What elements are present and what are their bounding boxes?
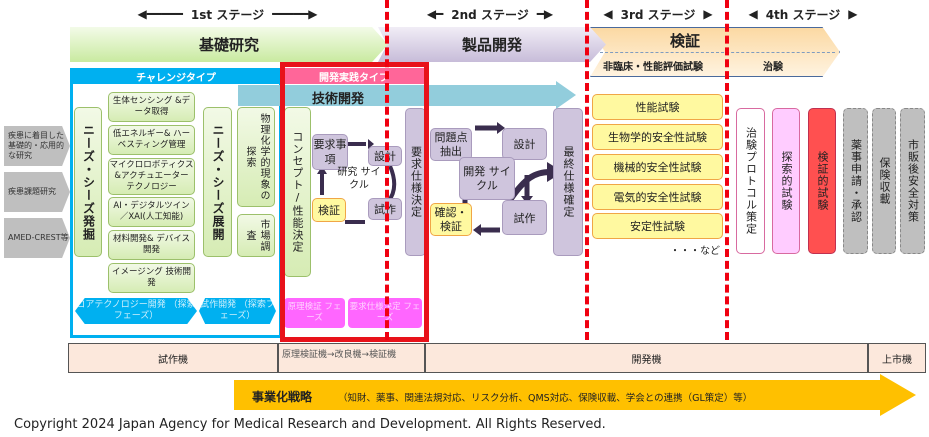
left-label-crest: AMED-CREST等 bbox=[4, 218, 70, 258]
phase-nonclinical-label: 非臨床・性能評価試験 bbox=[603, 62, 703, 73]
research-item: イメージング 技術開発 bbox=[108, 263, 195, 293]
copyright: Copyright 2024 Japan Agency for Medical … bbox=[14, 417, 606, 432]
phase-basic: 基礎研究 bbox=[70, 27, 388, 62]
research-item: 低エネルギー& ハーベスティング管理 bbox=[108, 125, 195, 155]
practice-type-title: 開発実践タイプ bbox=[284, 68, 424, 84]
left-label-disease: 疾患に着目した基礎的・応用的な研究 bbox=[4, 126, 70, 166]
needs-discovery: ニーズ・シーズ発掘 bbox=[74, 107, 102, 257]
stage-1: ◀━━━━━1st ステージ━━━━━▶ bbox=[137, 7, 318, 22]
problem-extraction: 問題点抽出 bbox=[430, 128, 472, 161]
phase-product: 製品開発 bbox=[378, 27, 606, 62]
test-item: 性能試験 bbox=[592, 94, 723, 120]
strategy-detail: （知財、薬事、関連法規対応、リスク分析、QMS対応、保険収載、学会との連携（GL… bbox=[338, 393, 753, 404]
tech-dev-arrow bbox=[238, 85, 558, 106]
phase-verify-label: 検証 bbox=[670, 32, 701, 50]
machine-market: 上市機 bbox=[868, 343, 926, 373]
research-item: 材料開発& デバイス開発 bbox=[108, 230, 195, 260]
stage-4-label: 4th ステージ bbox=[765, 7, 841, 22]
practice-type-frame bbox=[280, 62, 429, 342]
needs-expansion: ニーズ・シーズ展開 bbox=[203, 107, 232, 257]
verify-box: 検証 bbox=[312, 198, 346, 222]
phase-basic-label: 基礎研究 bbox=[198, 36, 259, 54]
machine-prototype: 試作機 bbox=[68, 343, 278, 373]
stage-2: ◀━2nd ステージ━▶ bbox=[426, 7, 554, 22]
stage-2-label: 2nd ステージ bbox=[451, 7, 529, 22]
strategy-arrow-head bbox=[880, 374, 916, 416]
confirm-verify: 確認・検証 bbox=[430, 203, 472, 236]
concept-decision: コンセプト/性能決定 bbox=[284, 107, 311, 277]
divider bbox=[600, 52, 835, 53]
trial-protocol: 治験プロトコル策定 bbox=[736, 108, 765, 254]
insurance-listing: 保険収載 bbox=[872, 108, 896, 254]
stage-4: ◀4th ステージ▶ bbox=[748, 7, 858, 22]
test-item: 生物学的安全性試験 bbox=[592, 124, 723, 150]
machine-development: 開発機 bbox=[425, 343, 868, 373]
test-item: 機械的安全性試験 bbox=[592, 154, 723, 180]
left-label-issue: 疾患課題研究 bbox=[4, 172, 70, 212]
tests-more: ・・・など bbox=[670, 246, 720, 257]
phase-prototype: 試作開発 （探索フェーズ） bbox=[199, 298, 276, 324]
tech-dev-label: 技術開発 bbox=[312, 92, 365, 107]
post-market-safety: 市販後安全対策 bbox=[900, 108, 925, 254]
stage-3-label: 3rd ステージ bbox=[620, 7, 696, 22]
stage-1-label: 1st ステージ bbox=[190, 7, 265, 22]
stage-3: ◀3rd ステージ▶ bbox=[603, 7, 713, 22]
strategy-arrow bbox=[234, 380, 884, 410]
strategy-title: 事業化戦略 bbox=[252, 390, 313, 404]
market-research: 市場調査 bbox=[237, 214, 275, 257]
dev-design: 設計 bbox=[502, 128, 547, 160]
challenge-type-title: チャレンジタイプ bbox=[70, 68, 282, 84]
dev-prototype: 試作 bbox=[502, 200, 547, 235]
regulatory-approval: 薬事申請・承認 bbox=[843, 108, 868, 254]
phase-product-label: 製品開発 bbox=[461, 36, 522, 54]
tech-dev-arrow-head bbox=[556, 81, 576, 109]
dev-cycle-label: 開発 サイクル bbox=[459, 157, 515, 200]
research-cycle-label: 研究 サイクル bbox=[337, 167, 381, 191]
final-spec: 最終仕様確定 bbox=[553, 108, 583, 256]
test-item: 電気的安全性試験 bbox=[592, 184, 723, 210]
test-item: 安定性試験 bbox=[592, 213, 723, 239]
phenomena-exploration: 物理化学的現象の探索 bbox=[237, 107, 275, 207]
research-item: AI・デジタルツイン ／XAI(人工知能) bbox=[108, 197, 195, 227]
exploratory-trial: 探索的試験 bbox=[772, 108, 800, 254]
machine-verification: 原理検証機→改良機→検証機 bbox=[278, 343, 425, 373]
research-item: 生体センシング &データ取得 bbox=[108, 92, 195, 122]
research-item: マイクロロボティクス &アクチュエーター テクノロジー bbox=[108, 158, 195, 195]
phase-trial-label: 治験 bbox=[763, 62, 783, 73]
phase-core-tech: コアテクノロジー開発 （探索フェーズ） bbox=[75, 298, 197, 324]
confirmatory-trial: 検証的試験 bbox=[808, 108, 836, 254]
requirements-box: 要求事項 bbox=[312, 134, 348, 170]
phase-principle: 原理検証 フェーズ bbox=[284, 298, 345, 328]
